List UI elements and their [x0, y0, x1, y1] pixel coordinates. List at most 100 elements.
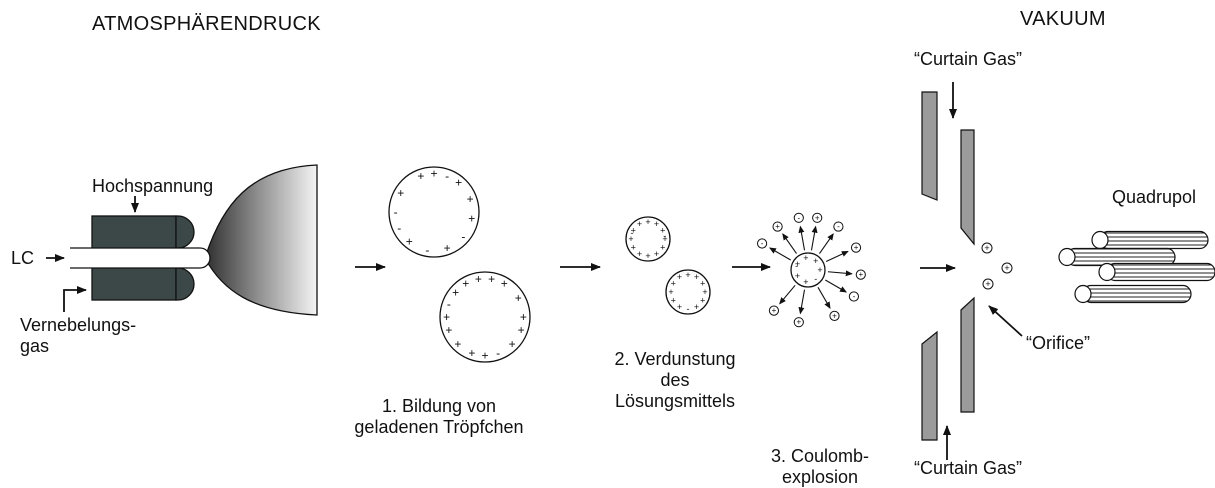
plus-ion: + — [985, 279, 990, 289]
curtain-plate-upper-outer — [921, 91, 938, 201]
minus-charge: - — [663, 231, 666, 241]
label-high-voltage: Hochspannung — [92, 176, 214, 196]
step-1-line2: geladenen Tröpfchen — [354, 417, 524, 437]
plus-charge: + — [803, 253, 808, 263]
ion-circle — [833, 221, 844, 232]
plus-ion: + — [854, 243, 859, 252]
vacuum-ions: + + + — [981, 242, 1013, 290]
ion-circle — [812, 212, 823, 223]
minus-charge: - — [447, 297, 451, 311]
lc-capillary — [70, 247, 211, 269]
ion-circle — [757, 238, 768, 249]
plus-charge: + — [668, 287, 673, 297]
plus-charge: + — [685, 270, 690, 280]
heading-atmospheric-pressure: ATMOSPHÄRENDRUCK — [92, 13, 321, 35]
rod-body — [1082, 284, 1192, 304]
label-orifice: “Orifice” — [1026, 333, 1090, 353]
plus-charge: + — [637, 249, 642, 259]
label-nebulizer-gas-line1: Vernebelungs- — [20, 315, 137, 335]
ion-circle — [848, 291, 859, 302]
plus-charge: + — [645, 251, 650, 261]
ion-circle — [772, 221, 783, 232]
label-quadrupole: Quadrupol — [1112, 187, 1197, 207]
orifice-plate-upper — [960, 129, 975, 246]
plus-ion: + — [1004, 263, 1009, 273]
plus-ion: + — [984, 243, 989, 253]
orifice-pointer-arrow — [988, 305, 1023, 337]
step-2-line3: Lösungsmittels — [614, 391, 736, 411]
minus-charge: - — [496, 346, 500, 360]
esi-source — [46, 164, 318, 316]
droplet-small-1-outline — [625, 216, 671, 262]
plus-charge: + — [631, 225, 636, 235]
plus-charge: + — [628, 234, 633, 244]
ion-circle — [793, 212, 804, 223]
plus-charge: + — [662, 234, 667, 244]
plus-charge: + — [406, 234, 413, 248]
plus-charge: + — [455, 176, 462, 190]
quadrupole-rods — [1058, 230, 1215, 304]
ion-circle — [850, 242, 862, 253]
droplet-small-1: ++++++++++++-- — [625, 216, 671, 262]
minus-ion: - — [853, 292, 856, 301]
plus-charge: + — [397, 186, 404, 200]
step-2-line2: des — [660, 370, 690, 390]
ejection-arrow — [798, 225, 806, 251]
droplet-small-2-outline — [665, 269, 711, 315]
ejection-arrow — [817, 287, 831, 309]
plus-charge: + — [677, 302, 682, 312]
rod-end — [1098, 262, 1116, 282]
droplet-large-1-outline — [388, 166, 480, 258]
ion-circle — [982, 278, 994, 290]
plus-charge: + — [488, 272, 495, 286]
coulomb-explosion: ++++-++--+-+-++-+++ — [757, 212, 866, 328]
ejection-arrow — [779, 284, 796, 305]
ion-circle — [793, 317, 804, 328]
quadrupole-rod — [1091, 230, 1209, 250]
plus-charge: + — [520, 310, 527, 324]
heading-vacuum: VAKUUM — [1020, 8, 1106, 30]
ion-circle — [768, 305, 780, 316]
plus-charge: + — [803, 277, 808, 287]
minus-charge: - — [814, 274, 817, 284]
minus-charge: - — [445, 169, 449, 183]
plus-charge: + — [444, 241, 451, 255]
plus-charge: + — [694, 272, 699, 282]
minus-charge: - — [687, 304, 690, 314]
ejection-arrow — [769, 247, 791, 261]
plus-ion: + — [858, 270, 863, 279]
step-2-line1: 2. Verdunstung — [614, 349, 736, 369]
plus-charge: + — [677, 272, 682, 282]
exploding-droplet-outline — [790, 252, 826, 288]
plus-charge: + — [660, 225, 665, 235]
ion-circle — [829, 310, 840, 321]
label-nebulizer-gas-line2: gas — [20, 336, 50, 356]
label-lc: LC — [11, 248, 35, 268]
ejection-arrow — [782, 233, 797, 254]
droplet-large-2: ++++++++-+++++-+ — [439, 271, 531, 363]
plus-charge: + — [443, 310, 450, 324]
minus-charge: - — [394, 205, 398, 219]
rod-body — [1106, 262, 1215, 282]
ion-circle — [1001, 262, 1013, 274]
plus-ion: + — [796, 318, 801, 327]
plus-charge: + — [518, 323, 525, 337]
minus-charge: - — [425, 243, 429, 257]
plus-charge: + — [700, 278, 705, 288]
plus-charge: + — [631, 243, 636, 253]
ion-circle — [855, 269, 866, 280]
plus-charge: + — [671, 296, 676, 306]
orifice-plate-lower — [960, 296, 975, 413]
ejection-arrow — [798, 289, 806, 315]
ion-circle — [981, 242, 993, 254]
minus-ion: - — [761, 239, 764, 248]
minus-charge: - — [630, 228, 633, 238]
plus-charge: + — [795, 271, 800, 281]
ejection-arrow — [827, 270, 853, 277]
ejection-arrow — [825, 279, 847, 293]
label-curtain-gas-bottom: “Curtain Gas” — [914, 458, 1023, 478]
minus-ion: - — [797, 213, 800, 222]
plus-charge: + — [654, 219, 659, 229]
minus-charge: - — [795, 261, 798, 271]
plus-charge: + — [468, 212, 475, 226]
